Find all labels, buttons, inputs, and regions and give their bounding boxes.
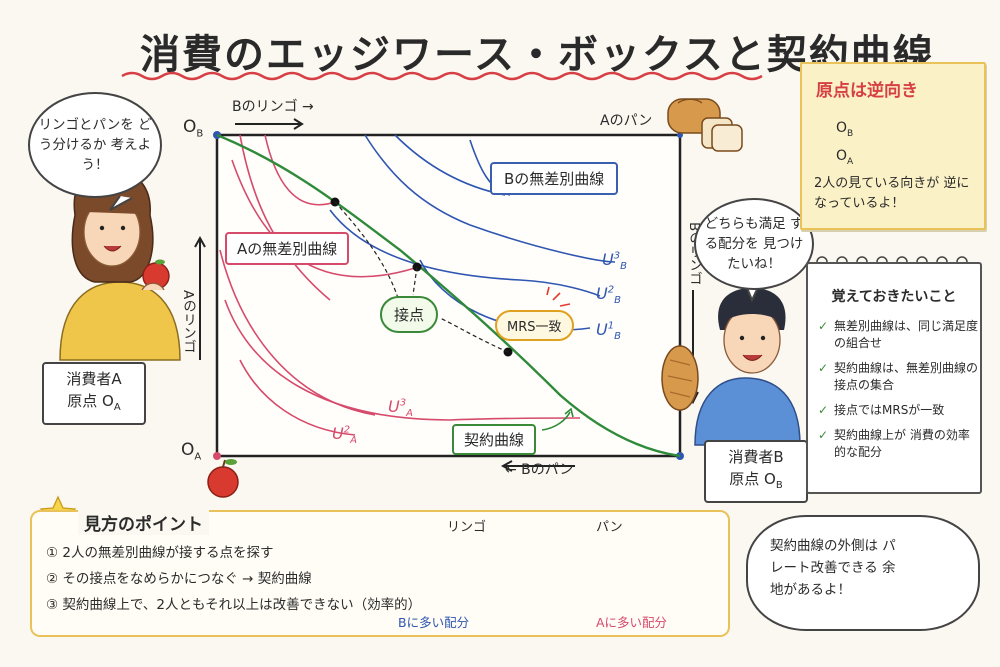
ub3-label: U3B	[602, 250, 627, 273]
ua2-label: U2A	[332, 424, 357, 447]
b-curve-1	[364, 134, 616, 263]
points-list: ① 2人の無差別曲線が接する点を探す ② その接点をなめらかにつなぐ → 契約曲…	[46, 540, 421, 618]
origin-note: 原点は逆向き 2人の見ている向きが 逆になっているよ！	[800, 62, 986, 230]
ub2-label: U2B	[596, 284, 621, 307]
b-curves-label: Bの無差別曲線	[490, 162, 619, 195]
ua3-label: U3A	[388, 397, 413, 420]
pareto-note: 契約曲線の外側は パレート改善できる 余地があるよ！	[746, 515, 980, 631]
bottom-axis-label: ← Bのパン	[505, 462, 574, 478]
a-curve-1	[239, 134, 331, 301]
consumer-b-origin: 原点 OB	[729, 470, 783, 491]
notebook-item: ✓無差別曲線は、同じ満足度の組合せ	[818, 319, 979, 350]
apple-image	[207, 459, 239, 498]
left-axis-label: Aのリンゴ	[180, 290, 196, 354]
notebook-item: ✓接点ではMRSが一致	[818, 403, 945, 417]
top-right-label: Aのパン	[600, 113, 653, 129]
key-points-notebook: 覚えておきたいこと ✓無差別曲線は、同じ満足度の組合せ ✓契約曲線は、無差別曲線…	[806, 262, 982, 494]
b-curve-5	[329, 209, 601, 297]
consumer-a-illustration	[59, 169, 181, 361]
mrs-label: MRS一致	[495, 310, 574, 341]
note-oa-label: OA	[836, 148, 854, 167]
title-underline	[121, 71, 763, 81]
check-icon: ✓	[818, 428, 829, 442]
top-axis-label: Bのリンゴ →	[232, 99, 314, 115]
consumer-b-name: 消費者B	[728, 448, 784, 466]
a-curves-label: Aの無差別曲線	[225, 232, 350, 265]
check-icon: ✓	[818, 403, 829, 417]
consumer-a-origin: 原点 OA	[67, 392, 121, 413]
consumer-b-name-tag: 消費者B 原点 OB	[704, 440, 808, 503]
points-item: ① 2人の無差別曲線が接する点を探す	[46, 545, 274, 561]
a-more-label: Aに多い配分	[596, 615, 668, 630]
consumer-a-name-tag: 消費者A 原点 OA	[42, 362, 146, 425]
notebook-list: ✓無差別曲線は、同じ満足度の組合せ ✓契約曲線は、無差別曲線の接点の集合 ✓接点…	[818, 318, 978, 469]
b-more-label: Bに多い配分	[398, 615, 470, 630]
tangent-label: 接点	[380, 296, 439, 333]
bread-loaf-image	[667, 98, 743, 152]
points-heading: 見方のポイント	[78, 510, 209, 535]
consumer-b-illustration	[661, 288, 801, 446]
how-to-read-panel: 見方のポイント ① 2人の無差別曲線が接する点を探す ② その接点をなめらかにつ…	[30, 510, 730, 637]
origin-b-label: OB	[183, 117, 204, 140]
b-curve-2	[394, 134, 506, 196]
points-item: ② その接点をなめらかにつなぐ → 契約曲線	[46, 571, 312, 587]
points-item: ③ 契約曲線上で、2人ともそれ以上は改善できない（効率的）	[46, 597, 422, 613]
a-curve-ua2	[239, 359, 356, 436]
origin-note-text: 2人の見ている向きが 逆になっているよ！	[814, 176, 970, 211]
origin-note-heading: 原点は逆向き	[816, 81, 918, 101]
notebook-heading: 覚えておきたいこと	[831, 289, 957, 305]
pareto-note-text: 契約曲線の外側は パレート改善できる 余地があるよ！	[770, 538, 896, 598]
a-curve-2	[264, 134, 336, 206]
consumer-a-name: 消費者A	[66, 370, 122, 388]
check-icon: ✓	[818, 361, 829, 375]
ub1-label: U1B	[596, 320, 621, 343]
consumer-b-speech-bubble: どちらも満足 する配分を 見つけたいね！	[694, 198, 814, 290]
contract-curve	[216, 133, 681, 458]
apple-column-label: リンゴ	[447, 520, 487, 535]
notebook-item: ✓契約曲線上が 消費の効率的な配分	[818, 428, 970, 459]
consumer-a-speech-bubble: リンゴとパンを どう分けるか 考えよう！	[28, 92, 162, 198]
bread-column-label: パン	[596, 520, 623, 535]
a-curve-5	[224, 299, 581, 421]
note-ob-label: OB	[836, 120, 854, 139]
notebook-item: ✓契約曲線は、無差別曲線の接点の集合	[818, 361, 979, 392]
check-icon: ✓	[818, 319, 829, 333]
origin-a-label: OA	[181, 440, 202, 463]
contract-curve-label: 契約曲線	[452, 424, 537, 455]
origin-a-dot	[213, 452, 221, 460]
